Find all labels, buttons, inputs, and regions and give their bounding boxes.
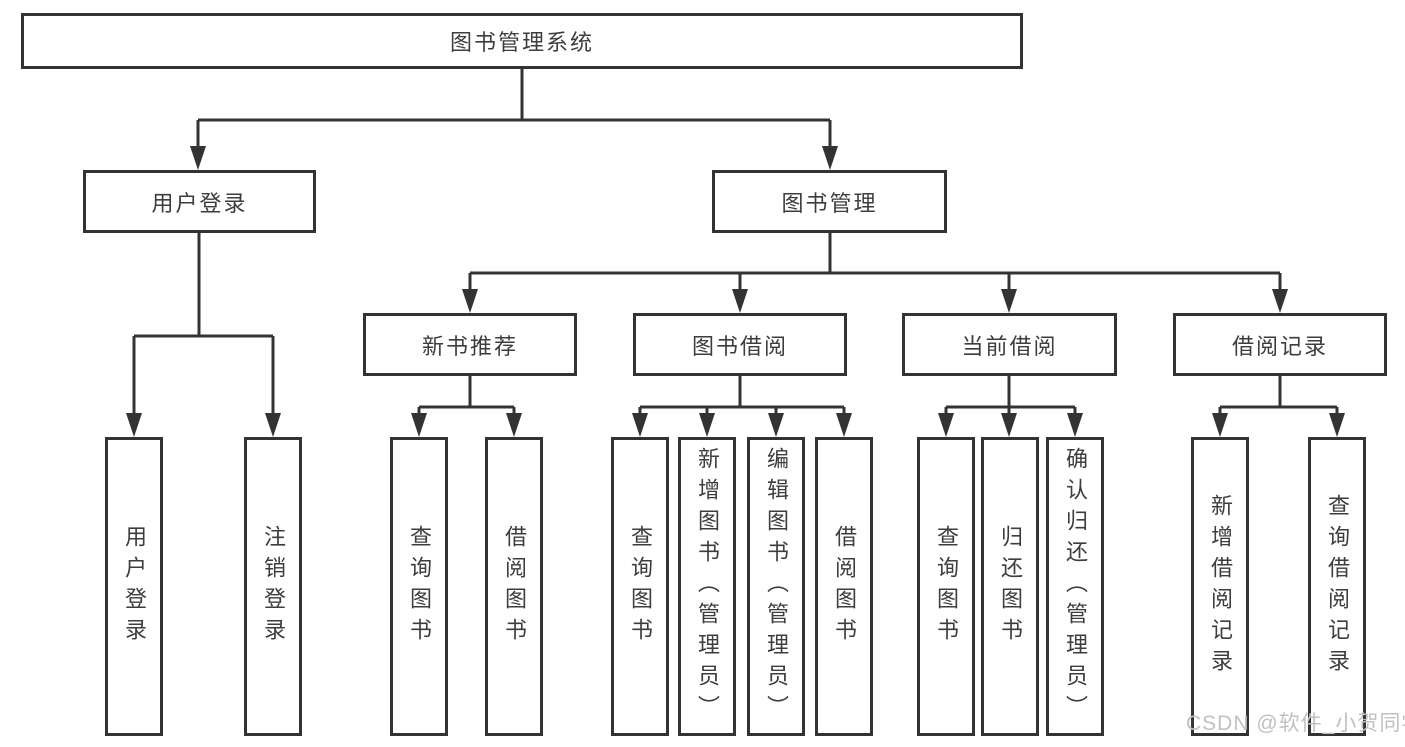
leaf-confirm-return-admin: 确认归还（管理员） — [1046, 437, 1104, 736]
arrowhead-icon — [732, 289, 748, 313]
leaf-return-book: 归还图书 — [981, 437, 1039, 736]
leaf-logout: 注销登录 — [244, 437, 302, 736]
arrowhead-icon — [1272, 289, 1288, 313]
arrowhead-icon — [938, 413, 954, 437]
leaf-add-book-admin: 新增图书（管理员） — [678, 437, 736, 736]
arrowhead-icon — [506, 413, 522, 437]
arrowhead-icon — [126, 413, 142, 437]
leaf-query-books-borrow: 查询图书 — [611, 437, 669, 736]
node-current-borrow: 当前借阅 — [902, 313, 1117, 376]
arrowhead-icon — [1067, 413, 1083, 437]
arrowhead-icon — [462, 289, 478, 313]
leaf-query-books-current: 查询图书 — [917, 437, 975, 736]
node-library-system: 图书管理系统 — [21, 13, 1023, 69]
arrowhead-icon — [822, 146, 838, 170]
arrowhead-icon — [768, 413, 784, 437]
leaf-borrow-books: 借阅图书 — [815, 437, 873, 736]
node-new-book-recommend: 新书推荐 — [363, 313, 577, 376]
node-book-management: 图书管理 — [712, 170, 947, 233]
arrowhead-icon — [1212, 413, 1228, 437]
arrowhead-icon — [411, 413, 427, 437]
leaf-borrow-books-recommend: 借阅图书 — [485, 437, 543, 736]
arrowhead-icon — [1329, 413, 1345, 437]
arrowhead-icon — [190, 146, 206, 170]
node-user-login: 用户登录 — [83, 170, 316, 233]
arrowhead-icon — [1001, 289, 1017, 313]
arrowhead-icon — [265, 413, 281, 437]
arrowhead-icon — [836, 413, 852, 437]
arrowhead-icon — [699, 413, 715, 437]
node-borrow-records: 借阅记录 — [1173, 313, 1387, 376]
leaf-query-borrow-record: 查询借阅记录 — [1308, 437, 1366, 736]
leaf-query-books-recommend: 查询图书 — [390, 437, 448, 736]
leaf-add-borrow-record: 新增借阅记录 — [1191, 437, 1249, 736]
arrowhead-icon — [632, 413, 648, 437]
watermark: CSDN @软件_小贺同学 — [1186, 712, 1405, 735]
node-book-borrow: 图书借阅 — [633, 313, 847, 376]
leaf-user-login: 用户登录 — [105, 437, 163, 736]
leaf-edit-book-admin: 编辑图书（管理员） — [747, 437, 805, 736]
arrowhead-icon — [1001, 413, 1017, 437]
